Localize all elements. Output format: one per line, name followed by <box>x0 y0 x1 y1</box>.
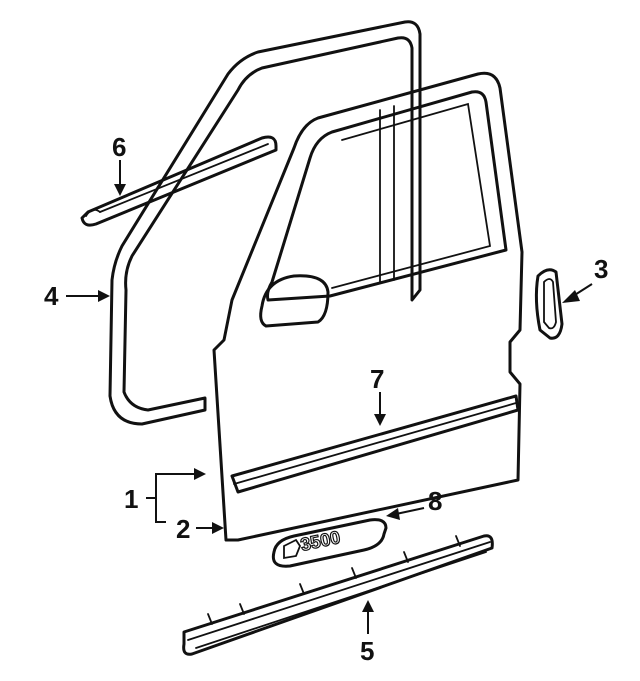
callout-6: 6 <box>112 132 126 162</box>
door-weatherstrip <box>108 20 422 426</box>
door-side-molding <box>230 394 520 494</box>
model-emblem: 3500 <box>271 518 388 568</box>
rocker-molding <box>182 534 494 656</box>
leader-lines <box>66 160 593 634</box>
window-belt-molding <box>80 135 278 227</box>
callout-5: 5 <box>360 636 374 666</box>
callout-8: 8 <box>428 486 442 516</box>
callout-3: 3 <box>594 254 608 284</box>
callout-7: 7 <box>370 364 384 394</box>
emblem-text: 3500 <box>299 527 342 555</box>
door-shell <box>212 71 524 542</box>
side-mirror <box>259 274 330 328</box>
callout-1: 1 <box>124 484 138 514</box>
callout-2: 2 <box>176 514 190 544</box>
callout-labels: 6 4 3 7 1 2 8 5 <box>44 132 608 666</box>
door-vent-insert <box>534 268 564 340</box>
callout-4: 4 <box>44 281 59 311</box>
